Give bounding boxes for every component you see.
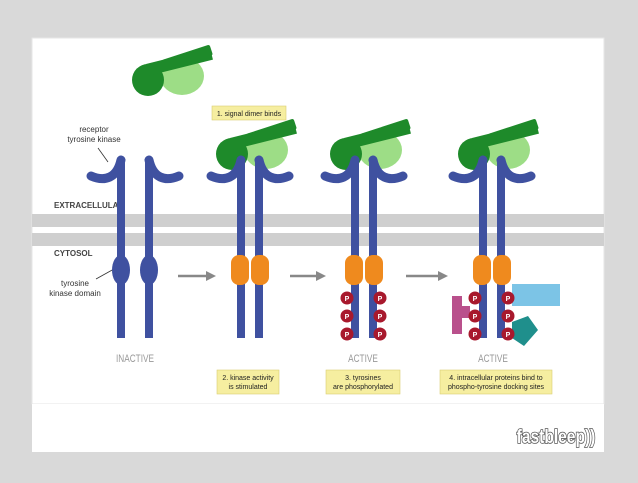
phosphate-group: P bbox=[373, 327, 387, 341]
step3-label-box bbox=[325, 369, 401, 395]
arrow-1 bbox=[178, 271, 216, 281]
step1-label-box bbox=[211, 105, 287, 121]
svg-text:P: P bbox=[345, 314, 350, 321]
phosphate-group: P bbox=[501, 291, 515, 305]
phosphate-group: P bbox=[340, 291, 354, 305]
inactive-receptor: INACTIVE bbox=[91, 44, 213, 365]
step4-label-line1: 4. intracellular proteins bind to bbox=[449, 375, 542, 382]
step2-label-line2: is stimulated bbox=[229, 384, 268, 391]
kinase-domain-inactive-left bbox=[112, 255, 130, 285]
svg-text:P: P bbox=[506, 296, 511, 303]
docking-protein-teal bbox=[512, 316, 538, 346]
svg-text:P: P bbox=[473, 314, 478, 321]
active-state-label-1: ACTIVE bbox=[348, 353, 378, 365]
svg-text:P: P bbox=[345, 332, 350, 339]
svg-text:P: P bbox=[506, 332, 511, 339]
kinase-domain-active-right bbox=[251, 255, 269, 285]
step2-label-box bbox=[216, 369, 280, 395]
phosphate-group: P bbox=[468, 291, 482, 305]
kinase-domain-inactive-right bbox=[140, 255, 158, 285]
kinase-domain-active-right bbox=[365, 255, 383, 285]
receptor-stage-4: P P P P P P ACTIVE 4. intracellular prot… bbox=[439, 118, 560, 395]
step2-label-line1: 2. kinase activity bbox=[222, 375, 274, 382]
phosphate-group: P bbox=[468, 327, 482, 341]
kinase-domain-active-left bbox=[231, 255, 249, 285]
kinase-domain-active-left bbox=[473, 255, 491, 285]
svg-text:P: P bbox=[378, 332, 383, 339]
inactive-state-label: INACTIVE bbox=[116, 353, 154, 365]
arrow-2 bbox=[290, 271, 326, 281]
extracellular-label: EXTRACELLULAR bbox=[54, 201, 124, 210]
phosphate-group: P bbox=[501, 309, 515, 323]
svg-text:P: P bbox=[345, 296, 350, 303]
phosphate-group: P bbox=[501, 327, 515, 341]
membrane-inner-layer bbox=[32, 233, 604, 246]
svg-text:P: P bbox=[378, 296, 383, 303]
phosphate-group: P bbox=[340, 327, 354, 341]
phosphate-group: P bbox=[468, 309, 482, 323]
receptor-label-line2: tyrosine kinase bbox=[67, 135, 121, 144]
step4-label-box bbox=[439, 369, 553, 395]
cytosol-label: CYTOSOL bbox=[54, 249, 93, 258]
docking-protein-blue bbox=[512, 284, 560, 306]
receptor-stage-2: 1. signal dimer binds 2. kinase activity… bbox=[211, 105, 297, 395]
receptor-label-line1: receptor bbox=[79, 125, 109, 134]
svg-text:P: P bbox=[473, 332, 478, 339]
kinase-domain-label-line2: kinase domain bbox=[49, 289, 101, 298]
kinase-domain-active-right bbox=[493, 255, 511, 285]
arrow-3 bbox=[406, 271, 448, 281]
phosphate-group: P bbox=[373, 291, 387, 305]
step4-label-line2: phospho-tyrosine docking sites bbox=[448, 384, 545, 391]
receptor-stage-3: P P P P P P ACTIVE 3. tyrosines are phos… bbox=[325, 118, 411, 395]
membrane-outer-layer bbox=[32, 214, 604, 227]
step1-label: 1. signal dimer binds bbox=[217, 111, 282, 118]
svg-text:P: P bbox=[473, 296, 478, 303]
kinase-domain-label-line1: tyrosine bbox=[61, 279, 90, 288]
svg-text:P: P bbox=[378, 314, 383, 321]
step3-label-line2: are phosphorylated bbox=[333, 384, 393, 391]
logo-text: fastbleep)) bbox=[517, 426, 596, 448]
phosphate-group: P bbox=[373, 309, 387, 323]
kinase-domain-pointer bbox=[95, 268, 115, 280]
phosphate-group: P bbox=[340, 309, 354, 323]
svg-text:P: P bbox=[506, 314, 511, 321]
fastbleep-logo: fastbleep)) bbox=[508, 420, 604, 448]
step3-label-line1: 3. tyrosines bbox=[345, 375, 381, 382]
receptor-pointer bbox=[97, 147, 109, 163]
kinase-domain-active-left bbox=[345, 255, 363, 285]
docking-protein-pink bbox=[452, 296, 470, 334]
active-state-label-2: ACTIVE bbox=[478, 353, 508, 365]
